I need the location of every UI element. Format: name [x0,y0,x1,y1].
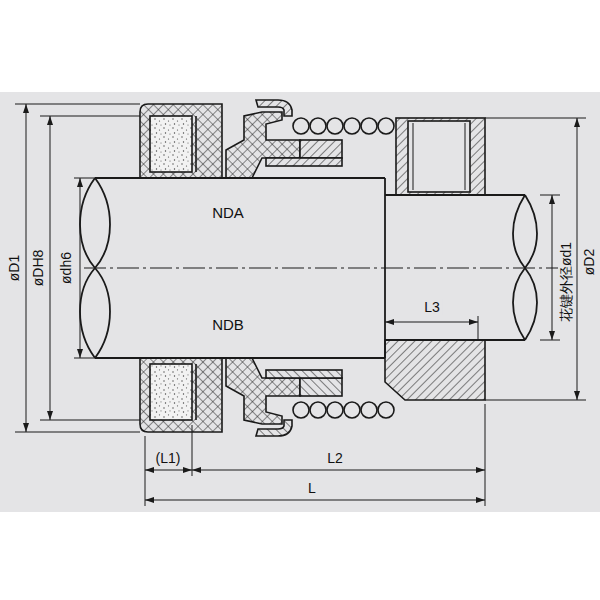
retainer-band [266,158,342,166]
carbon-seat [150,116,192,172]
paper-ground [0,92,600,512]
dimension-line [26,104,27,432]
seal-half-mirrored [140,358,394,436]
seat-face-line [195,116,197,172]
dimension-line [80,178,81,358]
center-line [84,268,565,269]
spline-shaft-edge [385,339,525,341]
dimension-line [192,470,485,471]
dimension-label: øD1 [6,253,22,283]
shaft-edge [95,177,385,179]
spring-coil [310,118,326,134]
spring-coils [293,118,394,134]
spring-coil [327,118,343,134]
dimension-line [577,118,578,400]
spring-retainer [300,140,342,158]
dimension-label: L2 [325,450,345,466]
spline-shaft-edge [385,194,525,196]
extension-line [540,340,560,341]
spring-coil [361,118,377,134]
thread-line [413,123,414,190]
dimension-label: øDH8 [30,248,46,289]
dimensions [15,104,586,506]
drive-ring [396,118,485,195]
extension-line [145,436,146,506]
extension-line [74,178,95,179]
extension-line [192,425,193,476]
set-screw-bore [408,121,470,192]
thread-line [465,123,466,190]
extension-line [40,116,140,117]
dimension-label: (L1) [154,450,183,466]
bellows-rubber [226,112,300,178]
extension-line [485,404,486,506]
dimension-line [145,470,192,471]
seat-rubber-cup [140,104,222,178]
spring-coil [344,118,360,134]
extension-line [40,420,140,421]
dimension-label: L3 [422,299,442,315]
spring-coil [378,118,394,134]
extension-line [74,358,95,359]
metal-shell [256,100,292,116]
dimension-label: ødh6 [58,250,74,286]
drive-ring-top [396,118,485,195]
dimension-line [552,195,553,340]
spring-coil [293,118,309,134]
part-label: NDB [210,317,246,333]
extension-line [15,104,140,105]
extension-line [540,195,560,196]
extension-line [15,432,140,433]
dimension-label: 花键外径ød1 [558,240,574,324]
part-label: NDA [210,205,246,221]
extension-line [485,400,586,401]
dimension-label: L [306,480,318,496]
extension-line [478,316,479,340]
shaft-edge [95,357,385,359]
drive-ring [385,340,485,400]
dimension-line [385,322,478,323]
dimension-line [145,500,485,501]
extension-line [485,118,586,119]
dimension-label: øD2 [581,247,597,277]
dimension-line [50,116,51,420]
seal-half [140,100,394,178]
